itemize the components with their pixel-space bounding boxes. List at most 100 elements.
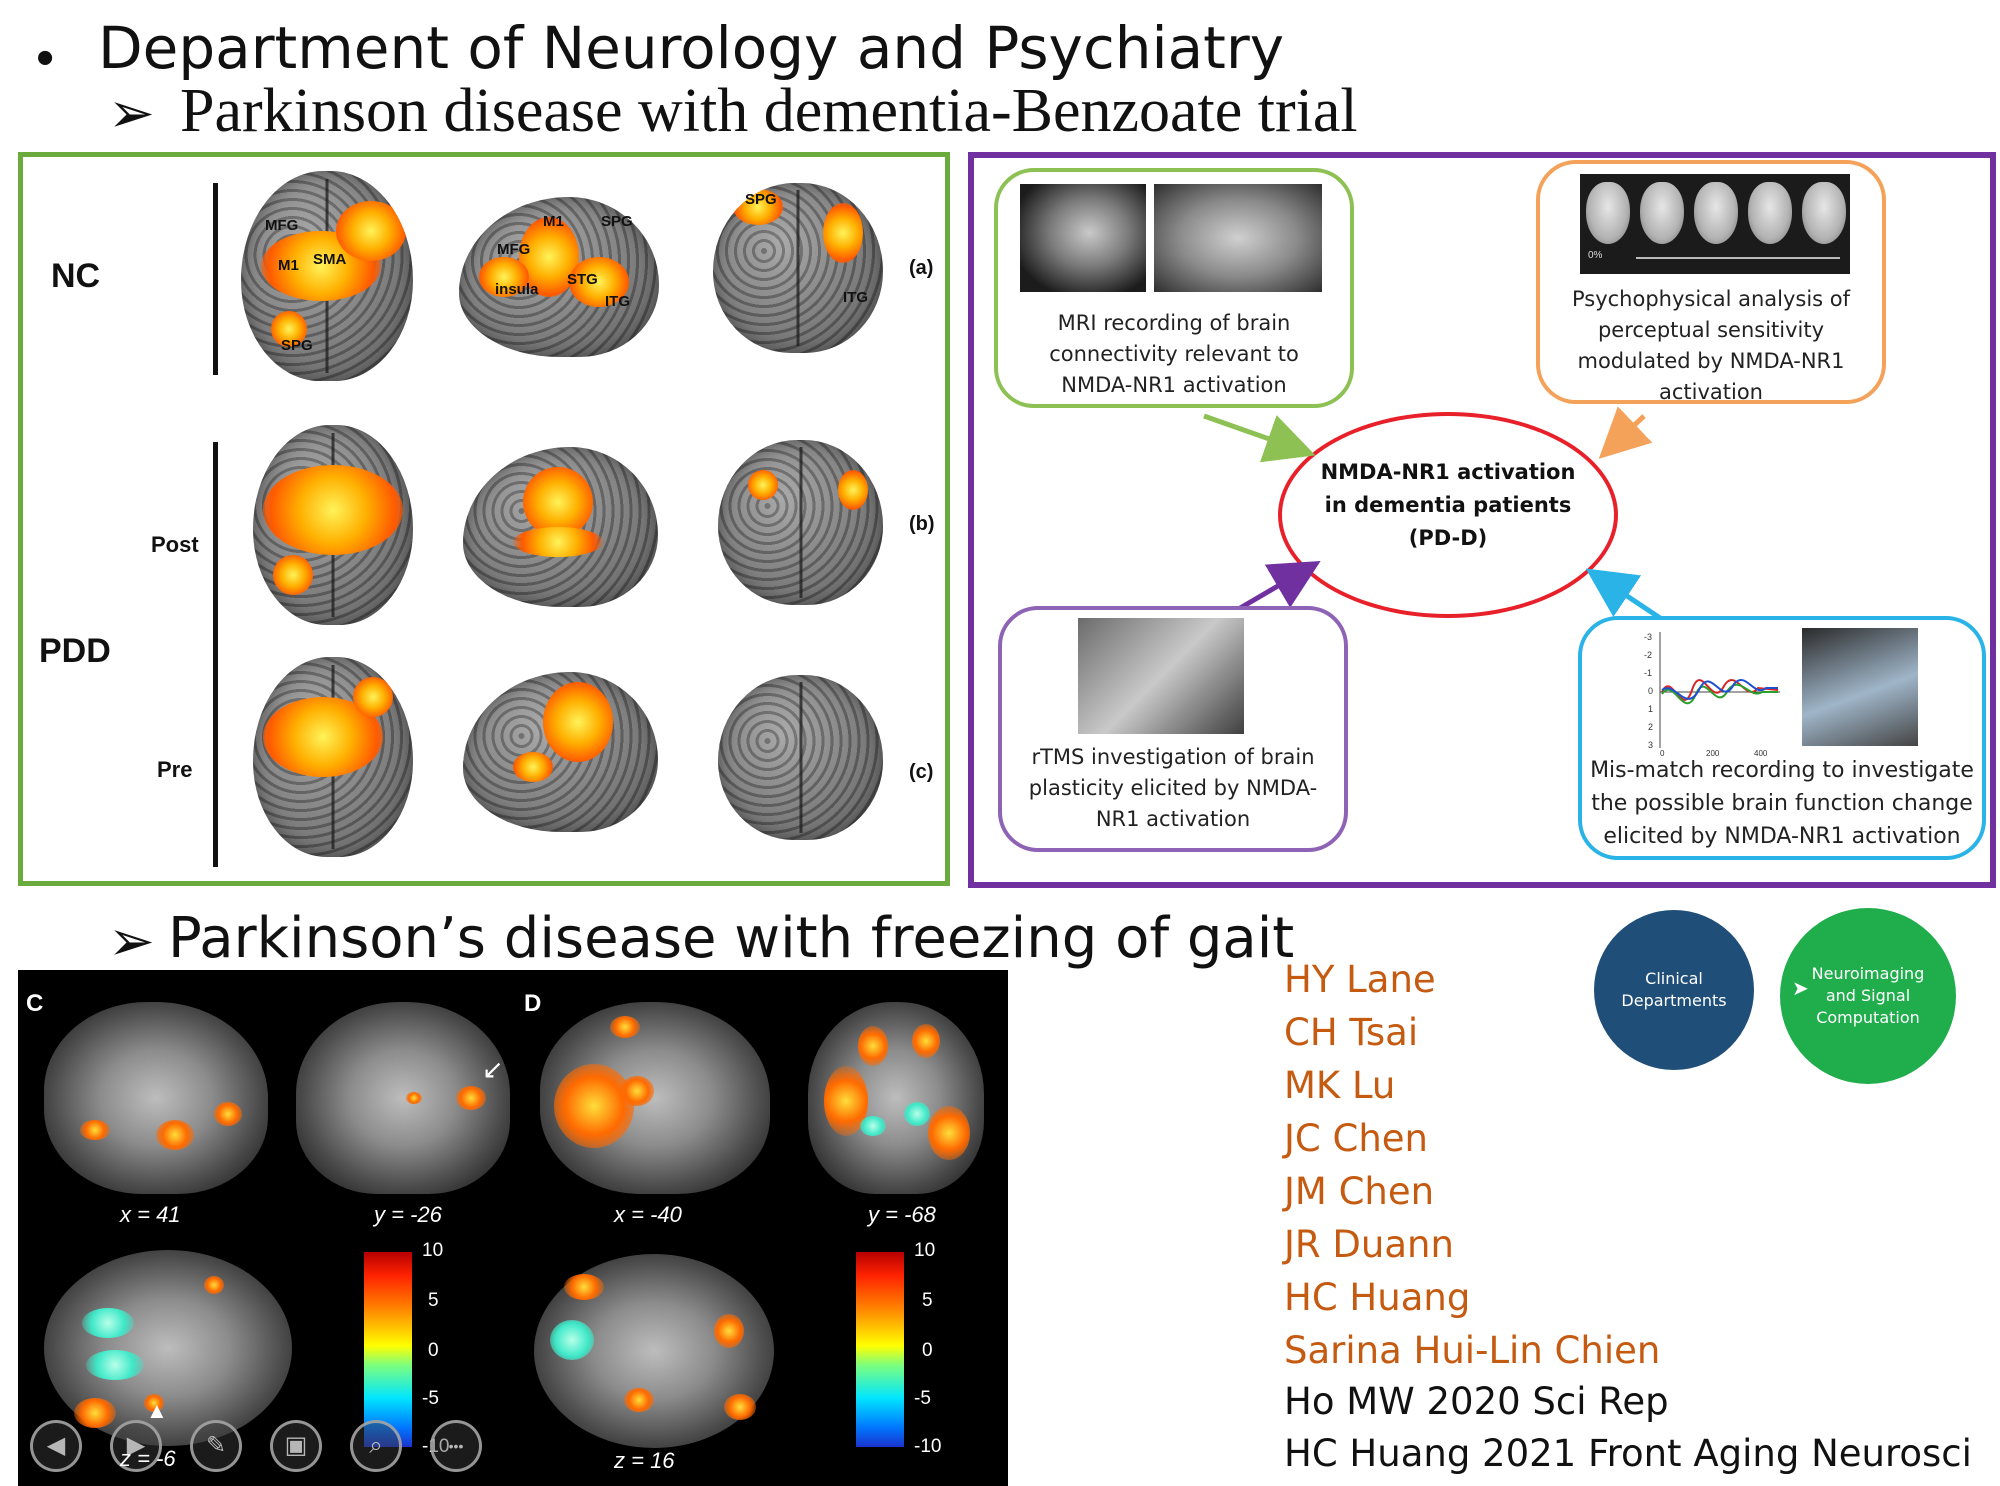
face-image: [1748, 182, 1792, 244]
page-title: Department of Neurology and Psychiatry: [98, 14, 1285, 82]
panel-letter-c: C: [26, 990, 44, 1017]
divider-bar: [213, 442, 218, 867]
colorbar-tick: 10: [422, 1240, 444, 1261]
face-image: [1694, 182, 1738, 244]
center-hub-ellipse: NMDA-NR1 activation in dementia patients…: [1278, 412, 1618, 618]
face-image: [1586, 182, 1630, 244]
condition-label-pre: Pre: [157, 757, 193, 782]
group-label-nc: NC: [51, 257, 101, 295]
colorbar-tick: -10: [914, 1436, 942, 1457]
region-label: SPG: [601, 213, 633, 230]
divider-bar: [213, 183, 218, 375]
erp-x-tick: 0: [1660, 749, 1665, 756]
brain-posterior-view: [718, 440, 883, 605]
caption-line: activation: [1658, 380, 1763, 404]
author-name: JC Chen: [1284, 1117, 1429, 1160]
sagittal-slice: [44, 1002, 268, 1194]
caption-line: the possible brain function change: [1591, 791, 1973, 816]
colorbar: [364, 1252, 412, 1447]
psychophysics-bubble: 0% Psychophysical analysis of perceptual…: [1536, 160, 1886, 404]
morph-percent-label: 0%: [1588, 250, 1603, 261]
coordinate-label: z = -6: [120, 1446, 176, 1471]
face-morph-strip: 0%: [1580, 174, 1850, 274]
condition-label-post: Post: [151, 532, 199, 557]
pen-tool-button[interactable]: ✎: [190, 1420, 242, 1472]
circle-label-line: Neuroimaging: [1811, 964, 1925, 983]
coordinate-label: z = 16: [614, 1448, 675, 1473]
caption-line: NR1 activation: [1095, 807, 1251, 831]
coronal-slice: [808, 1002, 984, 1194]
circle-label-line: Computation: [1816, 1008, 1920, 1027]
arrow-bullet-icon: ➢: [108, 81, 155, 144]
erp-x-tick: 200: [1706, 749, 1720, 756]
caption-line: modulated by NMDA-NR1: [1577, 349, 1845, 373]
zoom-button[interactable]: ⌕: [350, 1420, 402, 1472]
previous-slide-button[interactable]: ◀: [30, 1420, 82, 1472]
arrow-pointer-icon: ↙: [482, 1054, 504, 1084]
axial-slice: [534, 1254, 774, 1448]
region-label: MFG: [265, 217, 299, 234]
colorbar-tick: -5: [422, 1388, 439, 1409]
group-label-pdd: PDD: [39, 632, 111, 670]
region-label: M1: [278, 257, 299, 274]
eeg-photo: [1802, 628, 1918, 746]
caption-line: plasticity elicited by NMDA-: [1028, 776, 1318, 800]
erp-tick: 2: [1648, 722, 1653, 732]
more-options-button[interactable]: •••: [430, 1420, 482, 1472]
mouse-cursor-icon: ➤: [1792, 978, 1809, 1000]
caption-line: Psychophysical analysis of: [1571, 287, 1851, 311]
brain-top-view: [253, 657, 413, 857]
brain-lateral-view: [463, 447, 658, 607]
row-tag-a: (a): [909, 257, 934, 279]
coordinate-label: y = -26: [374, 1202, 442, 1227]
brain-lateral-view: [463, 672, 658, 832]
erp-tick: -1: [1644, 668, 1652, 678]
author-name: HY Lane: [1284, 958, 1436, 1001]
center-text-line: in dementia patients: [1324, 493, 1572, 517]
axial-slice: [44, 1250, 292, 1446]
arrow-blue: [1585, 568, 1662, 621]
reference-citation: HC Huang 2021 Front Aging Neurosci: [1284, 1432, 1972, 1475]
caption-line: NMDA-NR1 activation: [1061, 373, 1287, 397]
clinical-departments-circle: Clinical Departments: [1594, 910, 1754, 1070]
sagittal-slice: [540, 1002, 770, 1194]
arrow-bullet-icon: ➢: [108, 909, 155, 972]
mri-image: [1020, 184, 1146, 292]
caption-line: rTMS investigation of brain: [1031, 745, 1315, 769]
region-label: STG: [567, 271, 598, 288]
subtitle-freezing-gait: Parkinson’s disease with freezing of gai…: [168, 906, 1295, 971]
erp-tick: 3: [1648, 740, 1653, 750]
colorbar-tick: -5: [914, 1388, 931, 1409]
circle-label-line: and Signal: [1825, 986, 1911, 1005]
rtms-photo: [1078, 618, 1244, 734]
brain-top-view: [241, 171, 413, 381]
arrow-green: [1203, 413, 1316, 463]
author-name: Sarina Hui-Lin Chien: [1284, 1329, 1661, 1372]
face-image: [1802, 182, 1846, 244]
caption-line: Mis-match recording to investigate: [1590, 758, 1974, 783]
colorbar-tick: 0: [428, 1340, 439, 1361]
colorbar-tick: 0: [922, 1340, 933, 1361]
caption-line: perceptual sensitivity: [1597, 318, 1825, 342]
colorbar-tick: 5: [428, 1290, 439, 1311]
see-all-slides-button[interactable]: ▣: [270, 1420, 322, 1472]
bullet-dot: •: [36, 29, 55, 87]
region-label: ITG: [843, 289, 868, 306]
face-image: [1640, 182, 1684, 244]
erp-tick: 1: [1648, 704, 1653, 714]
row-tag-c: (c): [909, 761, 934, 783]
brain-posterior-view: [718, 675, 883, 840]
erp-x-tick: 400: [1754, 749, 1768, 756]
circle-label-line: Clinical: [1645, 969, 1703, 988]
reference-citation: Ho MW 2020 Sci Rep: [1284, 1380, 1669, 1423]
morph-scale-line: [1636, 257, 1840, 259]
region-label: SMA: [313, 251, 347, 268]
colorbar-tick: 5: [922, 1290, 933, 1311]
coronal-slice: ↙: [296, 1002, 510, 1194]
research-framework-diagram: MRI recording of brain connectivity rele…: [968, 152, 1996, 888]
mismatch-bubble: -3 -2 -1 0 1 2 3 0 200 400 Mis-match rec…: [1578, 616, 1986, 860]
next-slide-button[interactable]: ▶: [110, 1420, 162, 1472]
circle-label-line: Departments: [1621, 991, 1727, 1010]
panel-letter-d: D: [524, 990, 542, 1017]
author-name: JM Chen: [1284, 1170, 1435, 1213]
